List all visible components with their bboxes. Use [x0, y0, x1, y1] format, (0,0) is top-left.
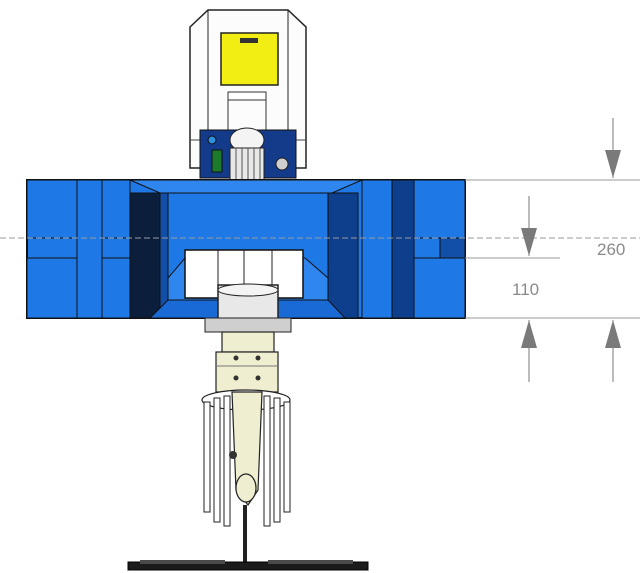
- frame-dark-left: [129, 192, 161, 319]
- frame-dark-right: [327, 192, 359, 319]
- arrow-icon: [605, 118, 621, 178]
- coupling: [199, 127, 297, 181]
- base-plate: [127, 560, 369, 571]
- mixing-rotor: [201, 389, 291, 562]
- arrow-icon: [521, 320, 537, 382]
- arrow-icon: [605, 320, 621, 382]
- dimension-label-lower: 110: [512, 280, 540, 299]
- motor-housing: [189, 9, 307, 181]
- mixer-shaft: [204, 283, 292, 393]
- dimension-lines: [0, 118, 640, 382]
- dimension-label-overall: 260: [597, 240, 626, 259]
- arrow-icon: [521, 196, 537, 256]
